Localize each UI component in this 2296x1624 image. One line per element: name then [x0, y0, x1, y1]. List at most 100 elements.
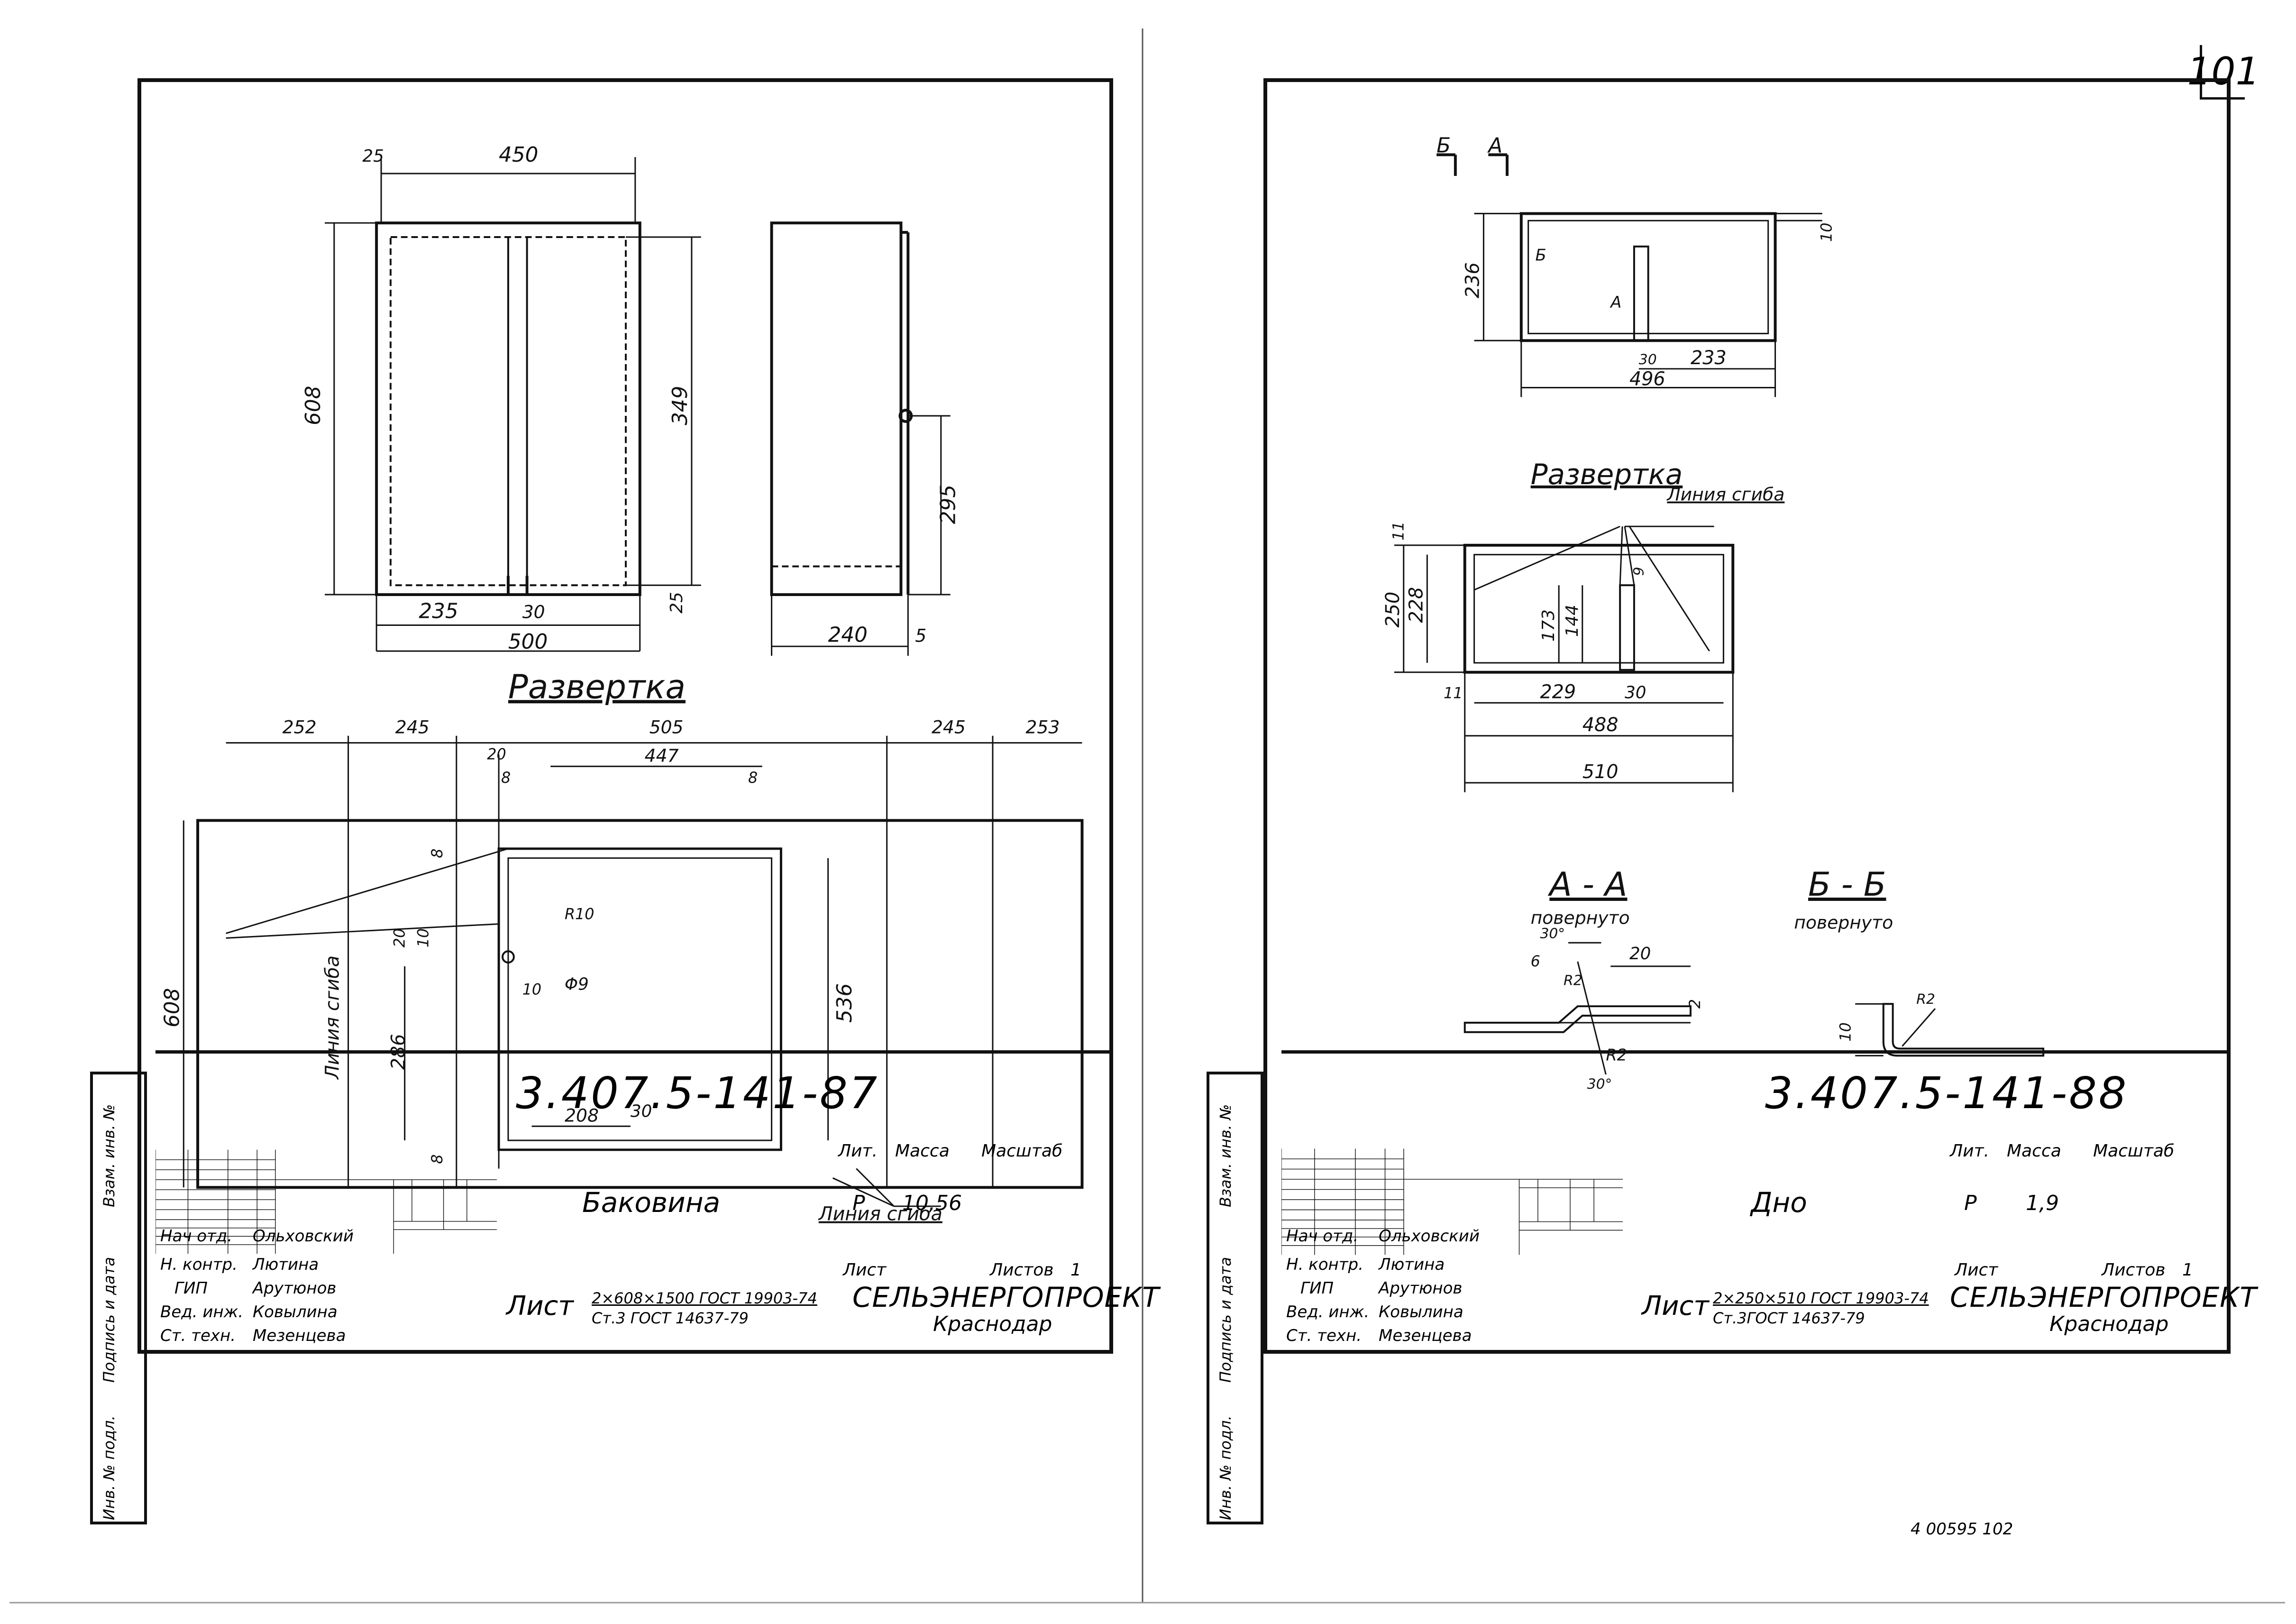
role-5: Ст. техн. [160, 1326, 236, 1345]
drawing-dno: Б А Б А 236 10 30 233 496 Развертка Лини… [1382, 133, 2045, 1092]
sheets-value: 1 [2182, 1260, 2193, 1280]
dim-30: 30 [522, 602, 545, 623]
title-block-right: 3.407.5-141-88 Дно Лит. Масса Масштаб Р … [1281, 1050, 2257, 1350]
mass-value: 1,9 [2026, 1191, 2059, 1215]
dim-5: 5 [915, 625, 926, 646]
dim-505: 505 [649, 717, 684, 738]
dim-phi9: Φ9 [565, 975, 589, 994]
dim-20b: 20 [392, 928, 409, 947]
dim-233: 233 [1691, 347, 1727, 369]
header-sheets: Листов [990, 1260, 1054, 1280]
dim-608-pattern: 608 [160, 988, 184, 1028]
header-sheet: Лист [1955, 1260, 1998, 1280]
dim-235: 235 [419, 599, 458, 624]
sidebar-left: Инв. № подл. Подпись и дата Взам. инв. № [90, 1072, 147, 1524]
role-3: ГИП [1300, 1279, 1334, 1298]
part-name: Дно [1751, 1186, 1807, 1219]
sheet-label: Лист [506, 1291, 574, 1321]
section-a-rotated: повернуто [1531, 908, 1630, 928]
section-b-title: Б - Б [1808, 866, 1886, 904]
dim-R2-a: R2 [1564, 973, 1583, 989]
header-scale: Масштаб [981, 1141, 1063, 1161]
razvertka-title-left: Развертка [508, 668, 686, 706]
name-3: Арутюнов [1379, 1279, 1463, 1298]
sheets-value: 1 [1070, 1260, 1081, 1280]
material-line-2: Ст.3 ГОСТ 14637-79 [592, 1309, 749, 1327]
dim-10-section-b: 10 [1837, 1022, 1854, 1041]
cut-a-inner: А [1610, 293, 1621, 312]
dim-349: 349 [668, 386, 692, 425]
role-5: Ст. техн. [1286, 1326, 1362, 1345]
drawing-sheet-right: Б А Б А 236 10 30 233 496 Развертка Лини… [1263, 78, 2257, 1354]
dim-173: 173 [1539, 609, 1558, 642]
sheet-label: Лист [1642, 1291, 1709, 1321]
dim-11b: 11 [1444, 685, 1463, 702]
role-3: ГИП [174, 1279, 208, 1298]
name-5: Мезенцева [1379, 1326, 1472, 1345]
dim-R2-section-b: R2 [1916, 991, 1935, 1008]
cut-b-inner: Б [1536, 246, 1546, 265]
dim-30-pattern: 30 [631, 1101, 652, 1121]
name-2: Лютина [1379, 1255, 1445, 1274]
material-spec: 2×250×510 ГОСТ 19903-74 Ст.3ГОСТ 14637-7… [1713, 1288, 1929, 1328]
dim-144: 144 [1563, 605, 1582, 637]
angle-30-top: 30° [1540, 925, 1565, 942]
lit-value: Р [1964, 1191, 1977, 1215]
name-3: Арутюнов [253, 1279, 337, 1298]
sidebar-right: Инв. № подл. Подпись и дата Взам. инв. № [1207, 1072, 1263, 1524]
footer-reference: 4 00595 102 [1911, 1520, 2013, 1539]
material-line-1: 2×608×1500 ГОСТ 19903-74 [592, 1289, 817, 1307]
dim-447: 447 [645, 745, 679, 766]
header-sheet: Лист [843, 1260, 887, 1280]
lit-value: Р [852, 1191, 865, 1215]
drawing-sheet-left: 450 25 608 349 235 30 500 25 295 240 5 Р… [137, 78, 1159, 1354]
dim-608: 608 [301, 386, 325, 425]
dim-8a: 8 [501, 770, 511, 787]
document-code: 3.407.5-141-87 [516, 1068, 879, 1119]
dim-229: 229 [1540, 681, 1576, 703]
dim-6: 6 [1531, 953, 1540, 970]
material-line-2: Ст.3ГОСТ 14637-79 [1713, 1309, 1865, 1327]
dim-25b: 25 [667, 592, 686, 613]
dim-253: 253 [1025, 717, 1060, 738]
dim-25a: 25 [362, 147, 384, 166]
part-name: Баковина [582, 1186, 721, 1219]
name-2: Лютина [253, 1255, 319, 1274]
dim-8b: 8 [748, 770, 758, 787]
drawing-bokovina: 450 25 608 349 235 30 500 25 295 240 5 Р… [160, 143, 1084, 1225]
section-a-title: А - А [1547, 866, 1627, 904]
organization: СЕЛЬЭНЕРГОПРОЕКТ [1950, 1281, 2257, 1313]
document-code: 3.407.5-141-88 [1765, 1068, 2129, 1119]
role-2: Н. контр. [160, 1255, 238, 1274]
side-view-outline [770, 221, 903, 596]
dim-500: 500 [508, 630, 548, 654]
dim-8d: 8 [429, 1154, 446, 1164]
name-1: Ольховский [253, 1227, 354, 1246]
dim-R10: R10 [565, 906, 594, 923]
section-b-rotated: повернуто [1794, 912, 1893, 933]
name-4: Ковылина [1379, 1303, 1464, 1321]
header-scale: Масштаб [2093, 1141, 2175, 1161]
dim-295: 295 [936, 485, 960, 524]
dim-240: 240 [828, 623, 868, 647]
dim-R2-b: R2 [1606, 1046, 1627, 1064]
bend-line-label: Линия сгиба [818, 1203, 942, 1225]
dim-10: 10 [1819, 223, 1836, 242]
header-sheets: Листов [2102, 1260, 2166, 1280]
role-4: Вед. инж. [160, 1303, 244, 1321]
bend-line-label-right: Линия сгиба [1666, 484, 1784, 505]
bend-line-label-vertical: Линия сгиба [322, 955, 344, 1080]
dim-20: 20 [487, 746, 506, 763]
dim-30-bottom: 30 [1639, 351, 1657, 368]
header-mass: Масса [2007, 1141, 2061, 1161]
name-1: Ольховский [1379, 1227, 1480, 1246]
organization: СЕЛЬЭНЕРГОПРОЕКТ [852, 1281, 1160, 1313]
dim-245b: 245 [932, 717, 966, 738]
dim-245a: 245 [395, 717, 430, 738]
material-spec: 2×608×1500 ГОСТ 19903-74 Ст.3 ГОСТ 14637… [592, 1288, 817, 1328]
dim-488: 488 [1583, 714, 1619, 736]
dim-450: 450 [499, 143, 538, 167]
bottom-flat-pattern [1463, 543, 1735, 674]
mass-value: 10,56 [902, 1191, 962, 1215]
